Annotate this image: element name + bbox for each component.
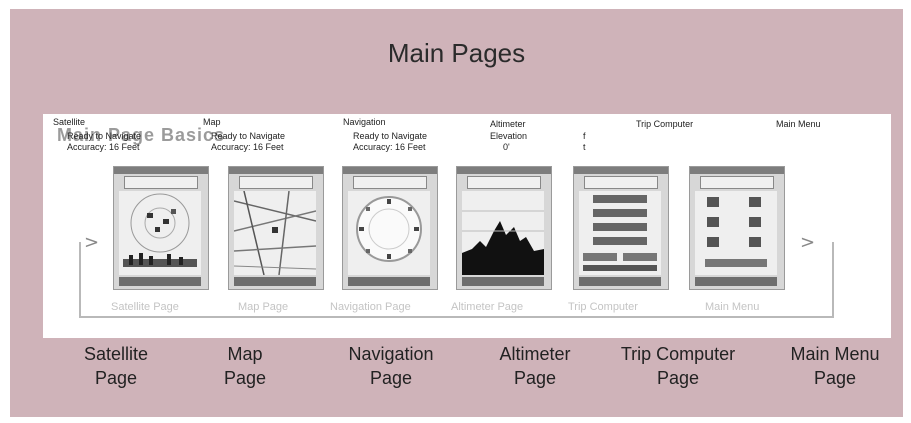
trip-fields-icon [583, 195, 657, 271]
caption-trip-computer: Trip Computer [636, 119, 694, 129]
satellite-ready-text: Ready to Navigate [67, 131, 142, 141]
map-device-screen [228, 166, 324, 290]
altimeter-elevation-label: Elevation [490, 131, 528, 141]
satellite-sky-icon [123, 193, 197, 267]
caption-map: Map [203, 117, 221, 127]
page-label-satellite: Satellite Page [83, 344, 149, 388]
elevation-profile-icon [462, 210, 544, 275]
map-accuracy-text: Accuracy: 16 Feet [211, 142, 284, 152]
page-strip: Main Page Basics Satellite Map Navigatio… [43, 114, 891, 338]
ghost-label-map: Map Page [238, 301, 289, 313]
compass-icon [356, 196, 422, 262]
nav-ready-text: Ready to Navigate [353, 131, 428, 141]
altimeter-unit-t: t [583, 142, 586, 152]
navigation-device-screen [342, 166, 438, 290]
altimeter-elevation-value: 0' [503, 142, 510, 152]
satellite-device-screen [113, 166, 209, 290]
menu-grid-icon [705, 197, 767, 267]
loop-start-arrow-icon: > [84, 232, 100, 253]
ghost-label-main-menu: Main Menu [705, 301, 760, 313]
page-label-trip-computer: Trip Computer Page [620, 344, 736, 388]
caption-navigation: Navigation [343, 117, 386, 127]
page-label-navigation: Navigation Page [348, 344, 434, 388]
page-label-map: Map Page [223, 344, 267, 388]
ghost-label-satellite: Satellite Page [111, 301, 179, 313]
diagram-frame: Main Pages Main Page Basics Satellite Ma… [10, 9, 903, 417]
strip-watermark: Main Page Basics [57, 125, 226, 145]
page-title: Main Pages [387, 38, 526, 68]
map-ready-text: Ready to Navigate [211, 131, 286, 141]
map-roads-icon [233, 190, 317, 276]
altimeter-device-screen [456, 166, 552, 290]
page-cycle-loop [79, 242, 834, 318]
caption-satellite: Satellite [53, 117, 86, 127]
caption-altimeter: Altimeter [490, 119, 526, 129]
ghost-label-trip-computer: Trip Computer [568, 301, 638, 313]
altimeter-unit-f: f [583, 131, 586, 141]
ghost-label-navigation: Navigation Page [330, 301, 411, 313]
page-label-altimeter: Altimeter Page [499, 344, 571, 388]
nav-accuracy-text: Accuracy: 16 Feet [353, 142, 426, 152]
satellite-accuracy-text: Accuracy: 16 Feet [67, 142, 140, 152]
ghost-label-altimeter: Altimeter Page [451, 301, 524, 313]
trip-computer-device-screen [573, 166, 669, 290]
main-menu-device-screen [689, 166, 785, 290]
page-label-main-menu: Main Menu Page [790, 344, 880, 388]
loop-end-arrow-icon: > [800, 232, 816, 253]
caption-main-menu: Main Menu [776, 119, 821, 129]
